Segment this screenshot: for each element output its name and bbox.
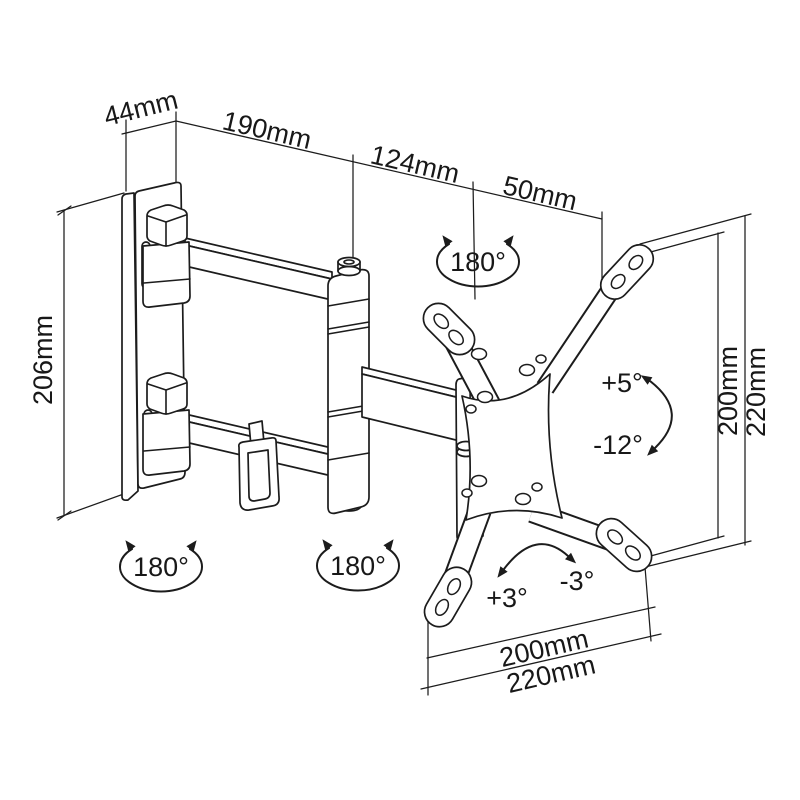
dim-label-right-200mm: 200mm [713, 346, 743, 436]
pivot-screw [337, 256, 361, 277]
dimension-lines [56, 111, 752, 696]
dim-line-44mm [121, 120, 177, 135]
extension-arm [361, 366, 465, 443]
angle-label-rotate-left: +3° [486, 583, 528, 613]
cable-clip [237, 420, 280, 511]
angle-label-tilt-up: +5° [601, 368, 643, 398]
vesa-paddle-bottom-left [423, 566, 473, 628]
dim-label-190mm: 190mm [220, 105, 314, 154]
vesa-plate [461, 339, 563, 521]
pivot-column [327, 256, 370, 515]
dim-label-50mm: 50mm [500, 170, 580, 216]
dim-label-206mm: 206mm [28, 315, 58, 405]
angle-label-tilt-down: -12° [593, 430, 643, 460]
angle-label-swivel-arm: 180° [330, 551, 386, 581]
upper-arm-bracket [142, 204, 191, 308]
dim-line-bottom-200mm [426, 606, 656, 659]
angle-label-swivel-wall: 180° [133, 552, 189, 582]
angle-label-rotate-right: -3° [560, 566, 595, 596]
vesa-plate-holes [461, 339, 547, 506]
dim-line-top-chain [175, 120, 603, 220]
rotate-arc [497, 543, 577, 578]
dim-line-bottom-220mm [420, 633, 662, 690]
dim-label-right-220mm: 220mm [741, 347, 771, 437]
angle-label-swivel-head: 180° [450, 247, 506, 277]
tilt-arc [640, 375, 673, 456]
dim-label-124mm: 124mm [368, 139, 462, 188]
upper-arm [184, 237, 333, 301]
dim-label-44mm: 44mm [101, 85, 181, 132]
vesa-paddle-top-left [422, 302, 476, 356]
vesa-paddle-bottom-right [595, 517, 653, 573]
vesa-paddle-top-right [599, 243, 655, 301]
lower-arm-bracket [142, 372, 191, 476]
